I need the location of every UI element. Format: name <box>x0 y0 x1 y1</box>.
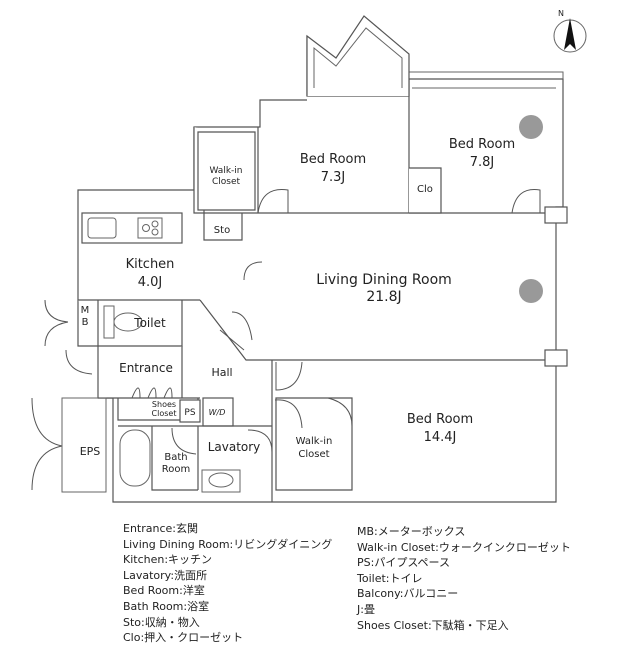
ldr-lower-wall <box>199 299 556 502</box>
legend-item: Bed Room:洋室 <box>123 584 205 598</box>
toilet-bowl-icon <box>113 312 143 332</box>
vanity <box>201 469 241 493</box>
bath-lavatory-walls <box>118 425 272 491</box>
shoes-closet-label-2: Closet <box>152 409 177 418</box>
stove-icon <box>137 217 163 239</box>
bath-room-label-2: Room <box>162 464 190 475</box>
mb-label-2: B <box>82 317 89 328</box>
ldr-label: Living Dining Room <box>316 272 452 288</box>
toilet-label: Toilet <box>133 316 166 330</box>
shoes-closet-doors <box>131 387 173 399</box>
interior-walls-west <box>78 299 200 347</box>
walkin-closet-1-label: Walk-in <box>209 166 242 176</box>
bedroom-walls <box>193 96 556 241</box>
sto-label: Sto <box>214 225 230 236</box>
bay-window <box>306 15 410 96</box>
legend-right: MB:メーターボックス Walk-in Closet:ウォークインクローゼット … <box>357 524 571 633</box>
wd-box <box>202 397 234 427</box>
legend-item: MB:メーターボックス <box>357 525 466 538</box>
legend-item: Lavatory:洗面所 <box>123 568 208 582</box>
legend-item: Entrance:玄関 <box>123 522 198 535</box>
bay-window-inner <box>313 27 403 88</box>
lavatory-label: Lavatory <box>208 440 261 454</box>
washbasin-icon <box>208 472 234 488</box>
walkin-closet-1-label-2: Closet <box>212 177 241 187</box>
entrance-label: Entrance <box>119 361 173 375</box>
legend-item: Toilet:トイレ <box>357 571 423 585</box>
wd-label: W/D <box>209 408 226 417</box>
ps-box <box>179 399 201 423</box>
column-marker <box>519 115 543 139</box>
door-swings <box>31 188 541 491</box>
bath-room-label: Bath <box>164 452 187 463</box>
bed-room-3-label: Bed Room <box>407 412 473 427</box>
hall-label: Hall <box>211 366 232 379</box>
eps-box <box>61 397 107 493</box>
column-marker <box>519 279 543 303</box>
legend-item: Walk-in Closet:ウォークインクローゼット <box>357 540 571 554</box>
bed-room-1-size: 7.3J <box>321 170 346 185</box>
eps-label: EPS <box>80 445 101 458</box>
kitchen-size: 4.0J <box>138 275 163 290</box>
pillar <box>544 349 568 367</box>
ldr-size: 21.8J <box>366 289 401 305</box>
compass-label: N <box>558 9 564 18</box>
kitchen-label: Kitchen <box>126 257 175 272</box>
legend-item: J:畳 <box>357 602 375 616</box>
legend-item: Bath Room:浴室 <box>123 599 210 613</box>
legend-item: Sto:収納・物入 <box>123 615 200 629</box>
legend-item: Kitchen:キッチン <box>123 553 213 567</box>
walkin-closet-2-label: Walk-in <box>296 436 333 447</box>
bed-room-2-label: Bed Room <box>449 137 515 152</box>
bathtub-icon <box>119 429 151 487</box>
entrance-walls <box>98 346 200 421</box>
legend-item: Balcony:バルコニー <box>357 587 459 601</box>
legend-item: Clo:押入・クローゼット <box>123 631 244 645</box>
clo-label: Clo <box>417 184 433 195</box>
legend-item: PS:パイプスペース <box>357 556 451 570</box>
balcony-rail <box>408 71 564 79</box>
clo-outline <box>409 167 442 214</box>
bed-room-2-size: 7.8J <box>470 155 495 170</box>
shoes-closet-label: Shoes <box>152 400 176 409</box>
bed-room-3-size: 14.4J <box>424 430 457 445</box>
mb-label-1: M <box>81 305 90 316</box>
walkin-closet-1-outline <box>197 131 256 211</box>
sink-icon <box>87 217 117 239</box>
walkin-closet-2-label-2: Closet <box>298 449 329 460</box>
walkin-closet-2-outline <box>275 397 353 491</box>
pillar <box>544 206 568 224</box>
bed-room-1-label: Bed Room <box>300 152 366 167</box>
ps-label: PS <box>184 408 195 418</box>
compass-arrow-icon <box>564 18 576 50</box>
legend-left: Entrance:玄関 Living Dining Room:リビングダイニング… <box>123 521 332 646</box>
legend-item: Living Dining Room:リビングダイニング <box>123 537 333 551</box>
legend-item: Shoes Closet:下駄箱・下足入 <box>357 618 509 632</box>
